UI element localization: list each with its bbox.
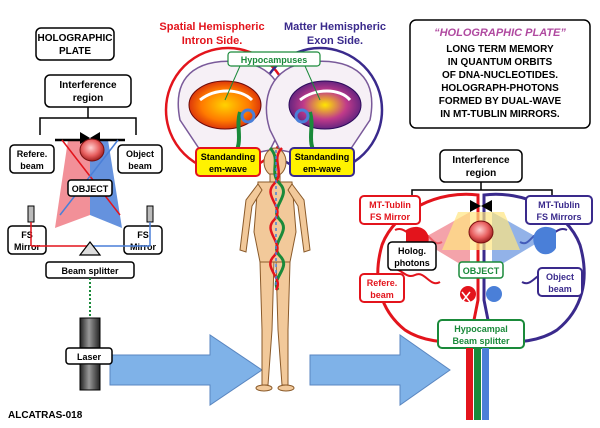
svg-text:FS: FS [21, 230, 33, 240]
left-interference-line1: Interference [59, 80, 117, 91]
left-ref-line2: beam [20, 161, 44, 171]
svg-text:MT-Tublin: MT-Tublin [538, 200, 580, 210]
svg-text:beam: beam [548, 284, 572, 294]
holographic-plate-info-box: “HOLOGRAPHIC PLATE” LONG TERM MEMORY IN … [409, 19, 591, 129]
fs-mirror-right-icon [146, 205, 154, 223]
plate-info-line1: LONG TERM MEMORY [446, 44, 554, 55]
left-ref-line1: Refere. [17, 149, 48, 159]
svg-text:photons: photons [394, 258, 430, 268]
dna-helix-icon [268, 146, 286, 291]
left-obj-line1: Object [126, 149, 154, 159]
left-obj-line2: beam [128, 161, 152, 171]
svg-text:OBJECT: OBJECT [72, 184, 109, 194]
matter-line1: Matter Hemispheric [284, 21, 386, 33]
laser-label: Laser [65, 347, 113, 365]
left-interference-box: Interference region [44, 74, 132, 108]
svg-text:region: region [466, 168, 497, 179]
matter-line2: Exon Side. [307, 35, 363, 47]
heart-object-left [79, 138, 105, 162]
svg-text:Standanding: Standanding [295, 152, 350, 162]
left-object-label: OBJECT [67, 179, 113, 197]
plate-info-title: “HOLOGRAPHIC PLATE” [434, 27, 566, 39]
svg-text:beam: beam [370, 290, 394, 300]
svg-text:Mirror: Mirror [14, 242, 41, 252]
left-reference-beam-label: Refere. beam [9, 144, 55, 174]
right-object-beam-label: Object beam [537, 267, 583, 297]
left-bracket [39, 117, 137, 135]
svg-text:em-wave: em-wave [209, 164, 247, 174]
right-object-label: OBJECT [458, 261, 504, 279]
heart-object-right [468, 220, 494, 244]
svg-text:Standanding: Standanding [201, 152, 256, 162]
svg-text:Interference: Interference [452, 155, 510, 166]
left-object-beam-label: Object beam [117, 144, 163, 174]
svg-text:Hypocampuses: Hypocampuses [241, 55, 308, 65]
flow-arrow-1 [109, 334, 263, 406]
holo-title-line1: HOLOGRAPHIC [38, 33, 113, 44]
flow-arrow-2 [309, 334, 451, 406]
spine-green-strand [474, 348, 481, 420]
laser-cylinder-icon [79, 317, 101, 349]
svg-text:Laser: Laser [77, 352, 102, 362]
plate-info-line6: IN MT-TUBLIN MIRRORS. [440, 109, 560, 120]
svg-text:Hypocampal: Hypocampal [454, 324, 508, 334]
spine-red-strand [466, 348, 473, 420]
plate-info-line5: FORMED BY DUAL-WAVE [439, 96, 562, 107]
left-fs-mirror-label: FS Mirror [7, 225, 47, 255]
spatial-line2: Intron Side. [182, 35, 243, 47]
svg-text:Beam splitter: Beam splitter [61, 266, 119, 276]
right-reference-beam-label: Refere. beam [359, 273, 405, 303]
mt-tublin-left-label: MT-Tublin FS Mirror [359, 195, 421, 225]
standing-wave-right-label: Standanding em-wave [289, 147, 355, 177]
plate-info-line4: HOLOGRAPH-PHOTONS [441, 83, 559, 94]
right-fs-mirror-label: FS Mirror [123, 225, 163, 255]
svg-text:Object: Object [546, 272, 574, 282]
beam-splitter-label: Beam splitter [45, 261, 135, 279]
bow-tie-right-icon [470, 200, 492, 212]
svg-text:OBJECT: OBJECT [463, 266, 500, 276]
standing-wave-left-label: Standanding em-wave [195, 147, 261, 177]
svg-text:em-wave: em-wave [303, 164, 341, 174]
svg-text:Mirror: Mirror [130, 242, 157, 252]
left-interference-line2: region [73, 93, 104, 104]
svg-text:Holog.: Holog. [398, 246, 426, 256]
svg-text:FS: FS [137, 230, 149, 240]
fs-mirror-left-icon [27, 205, 35, 223]
svg-text:Beam splitter: Beam splitter [452, 336, 510, 346]
hypocampuses-label: Hypocampuses [227, 51, 321, 67]
svg-text:MT-Tublin: MT-Tublin [369, 200, 411, 210]
spine-blue-strand [482, 348, 489, 420]
plate-info-line3: OF DNA-NUCLEOTIDES. [442, 70, 558, 81]
mt-tublin-right-label: MT-Tublin FS Mirrors [525, 195, 593, 225]
svg-text:Refere.: Refere. [367, 278, 398, 288]
holo-title-line2: PLATE [59, 46, 91, 57]
holographic-plate-label: HOLOGRAPHIC PLATE [35, 27, 115, 61]
plate-info-line2: IN QUANTUM ORBITS [448, 57, 553, 68]
svg-text:FS Mirrors: FS Mirrors [536, 212, 581, 222]
holograph-photons-label: Holog. photons [387, 241, 437, 271]
spatial-line1: Spatial Hemispheric [159, 21, 264, 33]
footer-code: ALCATRAS-018 [8, 410, 83, 421]
beam-splitter-prism-icon [78, 241, 102, 256]
hypocampal-splitter-label: Hypocampal Beam splitter [437, 319, 525, 349]
right-interference-box: Interference region [439, 149, 523, 183]
svg-text:FS Mirror: FS Mirror [370, 212, 411, 222]
